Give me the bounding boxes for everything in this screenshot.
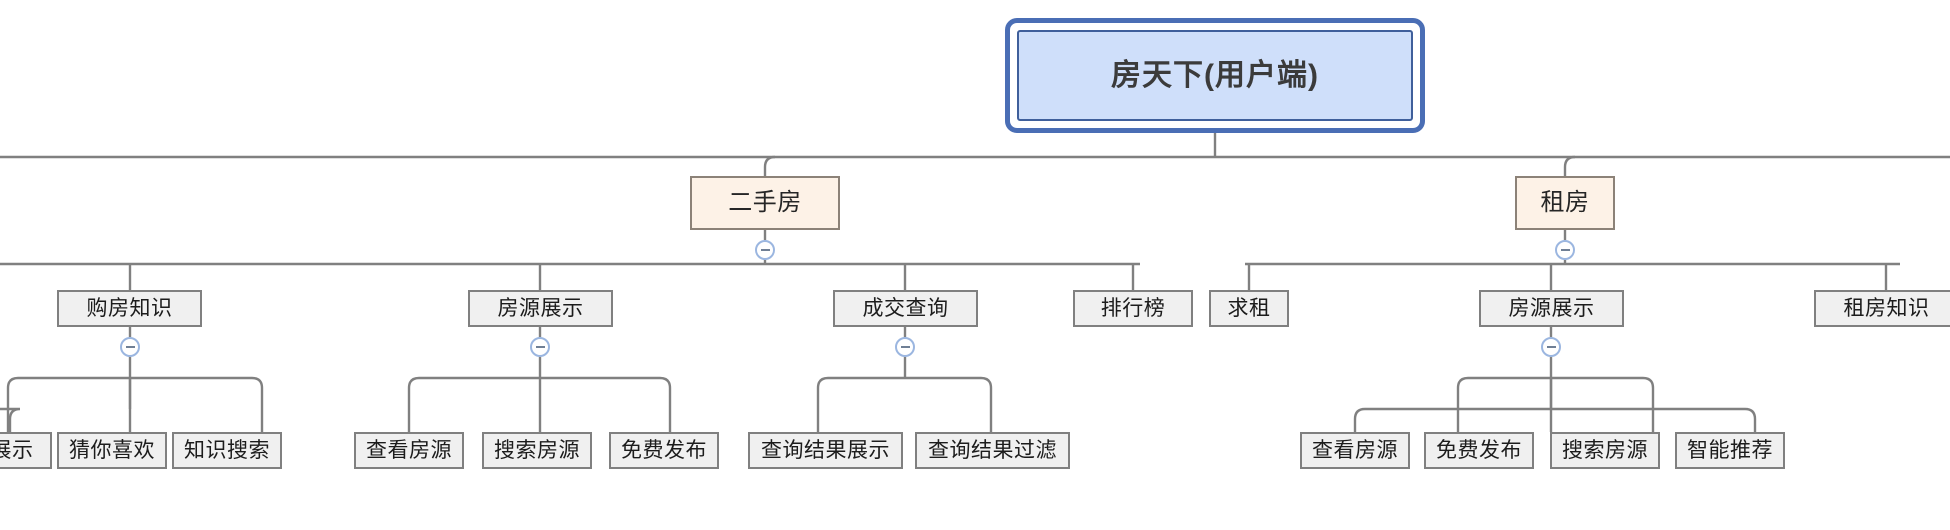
minus-bar — [900, 346, 910, 348]
collapse-minus-icon-goufangzhishi[interactable] — [120, 337, 140, 357]
node-chengjiaochaxun-label: 成交查询 — [862, 297, 949, 320]
node-chakanfangyuan-right[interactable]: 查看房源 — [1300, 432, 1410, 469]
node-mianfeifabu-right-label: 免费发布 — [1436, 439, 1522, 462]
node-ershoufang-label: 二手房 — [728, 189, 802, 216]
edge-cjcx-left — [816, 376, 905, 432]
node-paihangbang[interactable]: 排行榜 — [1073, 290, 1193, 327]
minus-bar — [535, 346, 545, 348]
minus-bar — [125, 346, 135, 348]
node-chakanfangyuan-left[interactable]: 查看房源 — [354, 432, 464, 469]
collapse-minus-icon-ershoufang[interactable] — [755, 240, 775, 260]
collapse-minus-icon-chengjiaochaxun[interactable] — [895, 337, 915, 357]
node-mianfeifabu-left[interactable]: 免费发布 — [609, 432, 719, 469]
node-fangyuanzhanshi-left[interactable]: 房源展示 — [468, 290, 613, 327]
node-fangyuanzhanshi-right[interactable]: 房源展示 — [1479, 290, 1624, 327]
node-chaxunjieguozhanshi-label: 查询结果展示 — [761, 439, 890, 462]
node-sousuofangyuan-left-label: 搜索房源 — [494, 439, 580, 462]
node-ershoufang[interactable]: 二手房 — [690, 176, 840, 230]
edge-cjcx-right — [905, 376, 993, 432]
node-cainixihuan-label: 猜你喜欢 — [69, 439, 155, 462]
edge-goufangzhishi-left — [6, 376, 130, 432]
root-node-label: 房天下(用户端) — [1111, 58, 1319, 92]
edge-fyzs-r-c5 — [1551, 407, 1757, 432]
node-sousuofangyuan-left[interactable]: 搜索房源 — [482, 432, 592, 469]
node-goufangzhishi-label: 购房知识 — [86, 297, 173, 320]
node-zufangzhishi-label: 租房知识 — [1843, 297, 1930, 320]
node-fangyuanzhanshi-right-label: 房源展示 — [1508, 297, 1595, 320]
edge-goufangzhishi-right — [130, 376, 264, 432]
node-mianfeifabu-right[interactable]: 免费发布 — [1424, 432, 1534, 469]
node-chengjiaochaxun[interactable]: 成交查询 — [833, 290, 978, 327]
edge-goufangzhishi-bus-left — [0, 407, 21, 432]
minus-bar — [1560, 249, 1570, 251]
node-zhanshi[interactable]: 展示 — [0, 432, 52, 469]
edge-fyzs-r-c2 — [1456, 376, 1551, 432]
edge-fyzs-l-right — [540, 376, 672, 432]
node-chakanfangyuan-left-label: 查看房源 — [366, 439, 452, 462]
edge-fyzs-l-left — [407, 376, 540, 432]
node-paihangbang-label: 排行榜 — [1100, 297, 1166, 320]
node-chakanfangyuan-right-label: 查看房源 — [1312, 439, 1398, 462]
collapse-minus-icon-zufang[interactable] — [1555, 240, 1575, 260]
node-zufang[interactable]: 租房 — [1515, 176, 1615, 230]
node-zhishisousuo-label: 知识搜索 — [184, 439, 270, 462]
minus-bar — [760, 249, 770, 251]
node-zhishisousuo[interactable]: 知识搜索 — [172, 432, 282, 469]
root-node[interactable]: 房天下(用户端) — [1017, 30, 1413, 121]
node-chaxunjieguoguolv[interactable]: 查询结果过滤 — [915, 432, 1070, 469]
node-qiuzu[interactable]: 求租 — [1209, 290, 1289, 327]
edge-bus-to-zufang — [1563, 155, 1576, 176]
node-zufang-label: 租房 — [1540, 189, 1590, 216]
node-zhinengtuijian[interactable]: 智能推荐 — [1675, 432, 1785, 469]
node-sousuofangyuan-right-label: 搜索房源 — [1562, 439, 1648, 462]
node-chaxunjieguoguolv-label: 查询结果过滤 — [928, 439, 1057, 462]
node-mianfeifabu-left-label: 免费发布 — [621, 439, 707, 462]
minus-bar — [1546, 346, 1556, 348]
node-zhanshi-label: 展示 — [0, 439, 34, 462]
edge-bus-to-ershoufang — [763, 155, 776, 176]
node-cainixihuan[interactable]: 猜你喜欢 — [57, 432, 167, 469]
edge-fyzs-r-c4 — [1551, 376, 1655, 432]
node-sousuofangyuan-right[interactable]: 搜索房源 — [1550, 432, 1660, 469]
edge-fyzs-r-c1 — [1353, 407, 1551, 432]
collapse-minus-icon-fangyuanzhanshi-left[interactable] — [530, 337, 550, 357]
node-goufangzhishi[interactable]: 购房知识 — [57, 290, 202, 327]
node-fangyuanzhanshi-left-label: 房源展示 — [497, 297, 584, 320]
node-qiuzu-label: 求租 — [1227, 297, 1271, 320]
node-chaxunjieguozhanshi[interactable]: 查询结果展示 — [748, 432, 903, 469]
node-zhinengtuijian-label: 智能推荐 — [1687, 439, 1773, 462]
collapse-minus-icon-fangyuanzhanshi-right[interactable] — [1541, 337, 1561, 357]
node-zufangzhishi[interactable]: 租房知识 — [1814, 290, 1950, 327]
